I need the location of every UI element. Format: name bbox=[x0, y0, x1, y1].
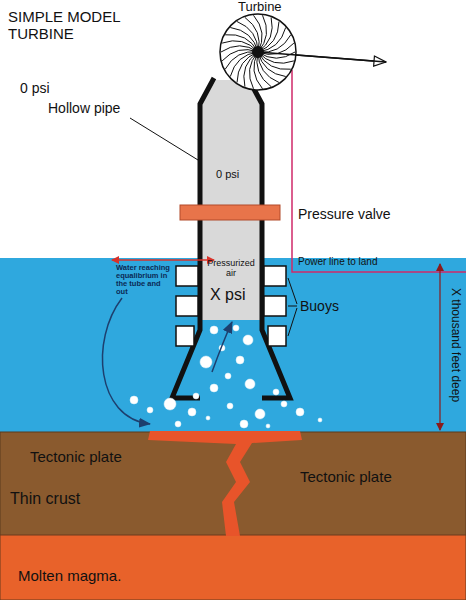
lava-crack bbox=[148, 431, 302, 536]
crust bbox=[0, 432, 466, 536]
diagram-title: SIMPLE MODEL TURBINE bbox=[8, 8, 133, 43]
node-text: Thin crust bbox=[10, 490, 80, 508]
power-line bbox=[292, 70, 466, 272]
air-column bbox=[202, 80, 260, 320]
node-text: Tectonic plate bbox=[30, 448, 122, 465]
magma bbox=[0, 535, 466, 600]
equilibrium-arrow bbox=[112, 259, 214, 261]
depth-arrow bbox=[439, 264, 440, 430]
leader-line bbox=[130, 118, 198, 160]
part-label: Hollow pipe bbox=[48, 100, 120, 116]
node-text: 0 psi bbox=[216, 168, 239, 181]
note: Water reaching equalibrium in the tube a… bbox=[116, 264, 174, 296]
part-label: Turbine bbox=[238, 0, 282, 15]
part-label: Power line to land bbox=[298, 256, 378, 268]
magma-band: Molten magma. bbox=[0, 535, 466, 600]
crust-band: Tectonic plateThin crust Tectonic plate bbox=[0, 432, 466, 535]
part-label: Buoys bbox=[300, 298, 339, 314]
water-flow-arrow bbox=[102, 298, 150, 424]
part-label: Pressure valve bbox=[298, 206, 391, 222]
hollow-pipe bbox=[172, 78, 214, 398]
node-text: Tectonic plate bbox=[300, 468, 392, 485]
node-text: Molten magma. bbox=[18, 567, 121, 584]
water-flow-arrow bbox=[212, 322, 232, 372]
pressure-valve bbox=[180, 205, 280, 220]
output-arrow bbox=[258, 52, 386, 62]
node-text: Pressurized air bbox=[202, 258, 260, 279]
pressure-label: 0 psi bbox=[20, 80, 50, 96]
dimension: X thousand feet deep bbox=[448, 288, 462, 402]
pipe-region: 0 psiPressurized air X psi bbox=[200, 80, 262, 400]
bubbles bbox=[130, 325, 322, 428]
turbine-blades bbox=[221, 15, 295, 88]
hollow-pipe bbox=[248, 78, 290, 398]
node-text: X psi bbox=[210, 286, 246, 304]
leader-line bbox=[288, 278, 297, 336]
